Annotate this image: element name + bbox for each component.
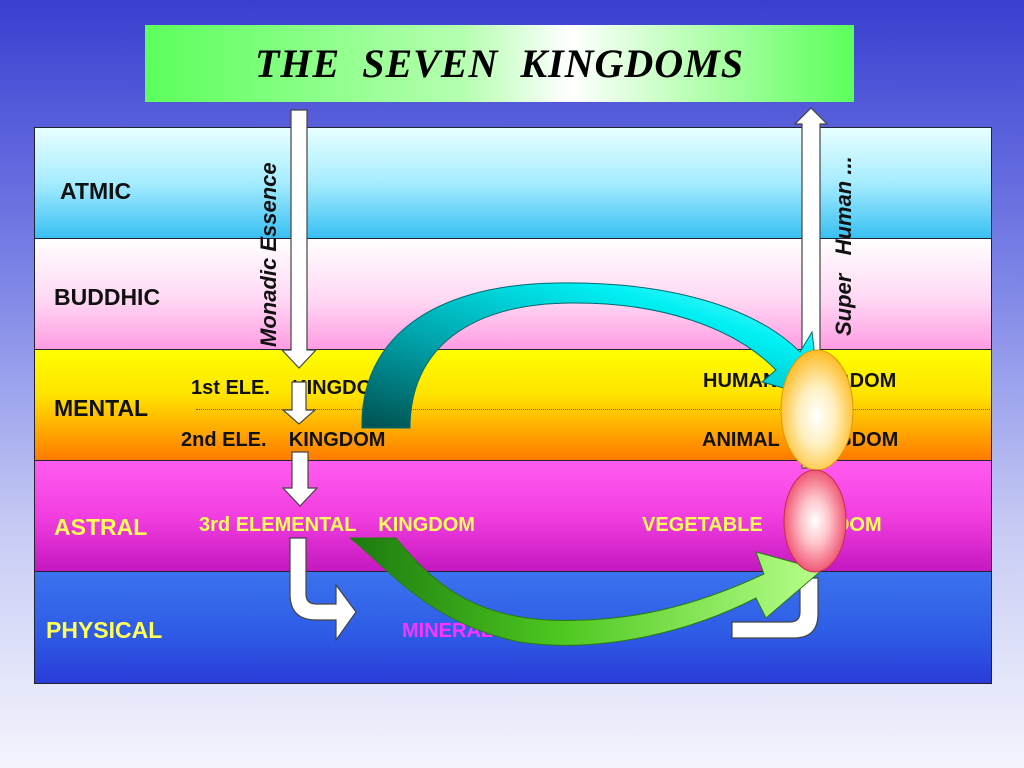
plane-label-atmic: ATMIC xyxy=(60,178,132,204)
kingdom-1st-elemental: 1st ELE. KINGDOM xyxy=(191,377,389,399)
kingdom-human: HUMAN KINGDOM xyxy=(703,370,897,392)
kingdom-mineral: MINERAL KINGDOM xyxy=(402,620,612,642)
title-banner: THE SEVEN KINGDOMS xyxy=(145,25,854,102)
plane-label-astral: ASTRAL xyxy=(54,514,148,540)
plane-label-physical: PHYSICAL xyxy=(46,617,163,643)
page-title: THE SEVEN KINGDOMS xyxy=(254,41,744,86)
plane-label-buddhic: BUDDHIC xyxy=(54,284,161,310)
mental-divider xyxy=(196,409,990,410)
kingdom-3rd-elemental: 3rd ELEMENTAL KINGDOM xyxy=(199,514,475,536)
monadic-essence-label: Monadic Essence xyxy=(256,162,281,347)
plane-label-mental: MENTAL xyxy=(54,395,149,421)
kingdom-vegetable: VEGETABLE KINGDOM xyxy=(642,514,882,536)
kingdom-2nd-elemental: 2nd ELE. KINGDOM xyxy=(181,429,386,451)
super-human-label: Super Human ... xyxy=(831,156,856,336)
band-atmic xyxy=(35,128,991,239)
kingdom-animal: ANIMAL KINGDOM xyxy=(702,429,899,451)
